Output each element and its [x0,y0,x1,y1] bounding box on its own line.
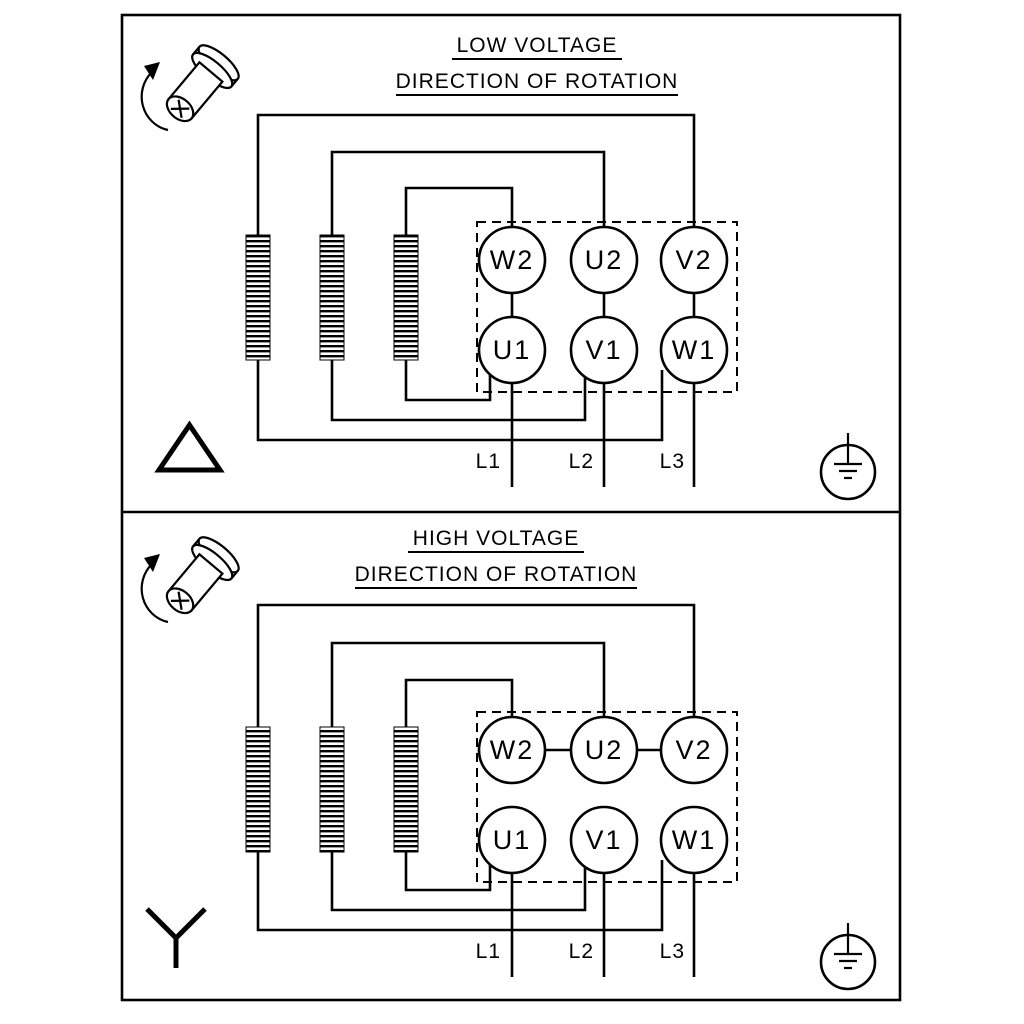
winding-coil-3 [393,234,419,361]
terminal-u2: U2 [569,225,639,295]
earth-ground-icon [819,921,877,991]
winding-coil-1 [245,726,271,853]
terminal-label: V1 [585,825,622,855]
terminal-w1: W1 [659,315,729,385]
terminal-v2: V2 [659,715,729,785]
terminal-label: W2 [490,245,535,275]
terminal-label: U1 [493,825,532,855]
winding-coil-1 [245,234,271,361]
panel-title: LOW VOLTAGE [457,34,618,57]
outer-border [120,13,902,1002]
shaft-rotation-icon [140,38,245,134]
winding-wires-top [256,113,696,235]
terminal-v1: V1 [569,805,639,875]
supply-line-label-l2: L2 [569,450,594,473]
supply-wires [510,870,696,977]
supply-line-label-l1: L1 [476,450,501,473]
terminal-w2: W2 [477,715,547,785]
winding-coil-2 [319,234,345,361]
terminal-label: V2 [675,245,712,275]
terminal-label: W1 [672,335,717,365]
supply-line-label-l1: L1 [476,940,501,963]
terminal-box [476,711,738,883]
delta-link-bars [510,293,696,317]
winding-wires-bottom [256,360,664,442]
terminal-label: W2 [490,735,535,765]
terminal-u1: U1 [477,805,547,875]
shaft-rotation-icon [140,530,245,626]
star-symbol-icon [145,907,207,968]
earth-ground-icon [819,431,877,501]
panel-title: HIGH VOLTAGE [413,527,579,550]
terminal-label: U2 [585,245,624,275]
supply-line-label-l2: L2 [569,940,594,963]
panel-low-voltage: LOW VOLTAGE DIRECTION OF ROTATION W2 U2 … [140,34,877,501]
winding-wires-top [256,603,696,727]
supply-line-label-l3: L3 [660,450,685,473]
winding-coil-3 [393,726,419,853]
terminal-label: V2 [675,735,712,765]
delta-symbol-icon [154,420,225,473]
terminal-label: V1 [585,335,622,365]
terminal-u1: U1 [477,315,547,385]
winding-coil-2 [319,726,345,853]
winding-wires-bottom [256,852,664,932]
terminal-box [476,221,738,393]
terminal-w2: W2 [477,225,547,295]
terminal-label: U1 [493,335,532,365]
terminal-v2: V2 [659,225,729,295]
panel-subtitle: DIRECTION OF ROTATION [355,563,638,586]
terminal-label: U2 [585,735,624,765]
supply-wires [510,380,696,487]
terminal-label: W1 [672,825,717,855]
panel-high-voltage: HIGH VOLTAGE DIRECTION OF ROTATION W2 U2… [140,527,877,991]
supply-line-label-l3: L3 [660,940,685,963]
terminal-u2: U2 [569,715,639,785]
terminal-w1: W1 [659,805,729,875]
terminal-v1: V1 [569,315,639,385]
panel-subtitle: DIRECTION OF ROTATION [396,70,679,93]
